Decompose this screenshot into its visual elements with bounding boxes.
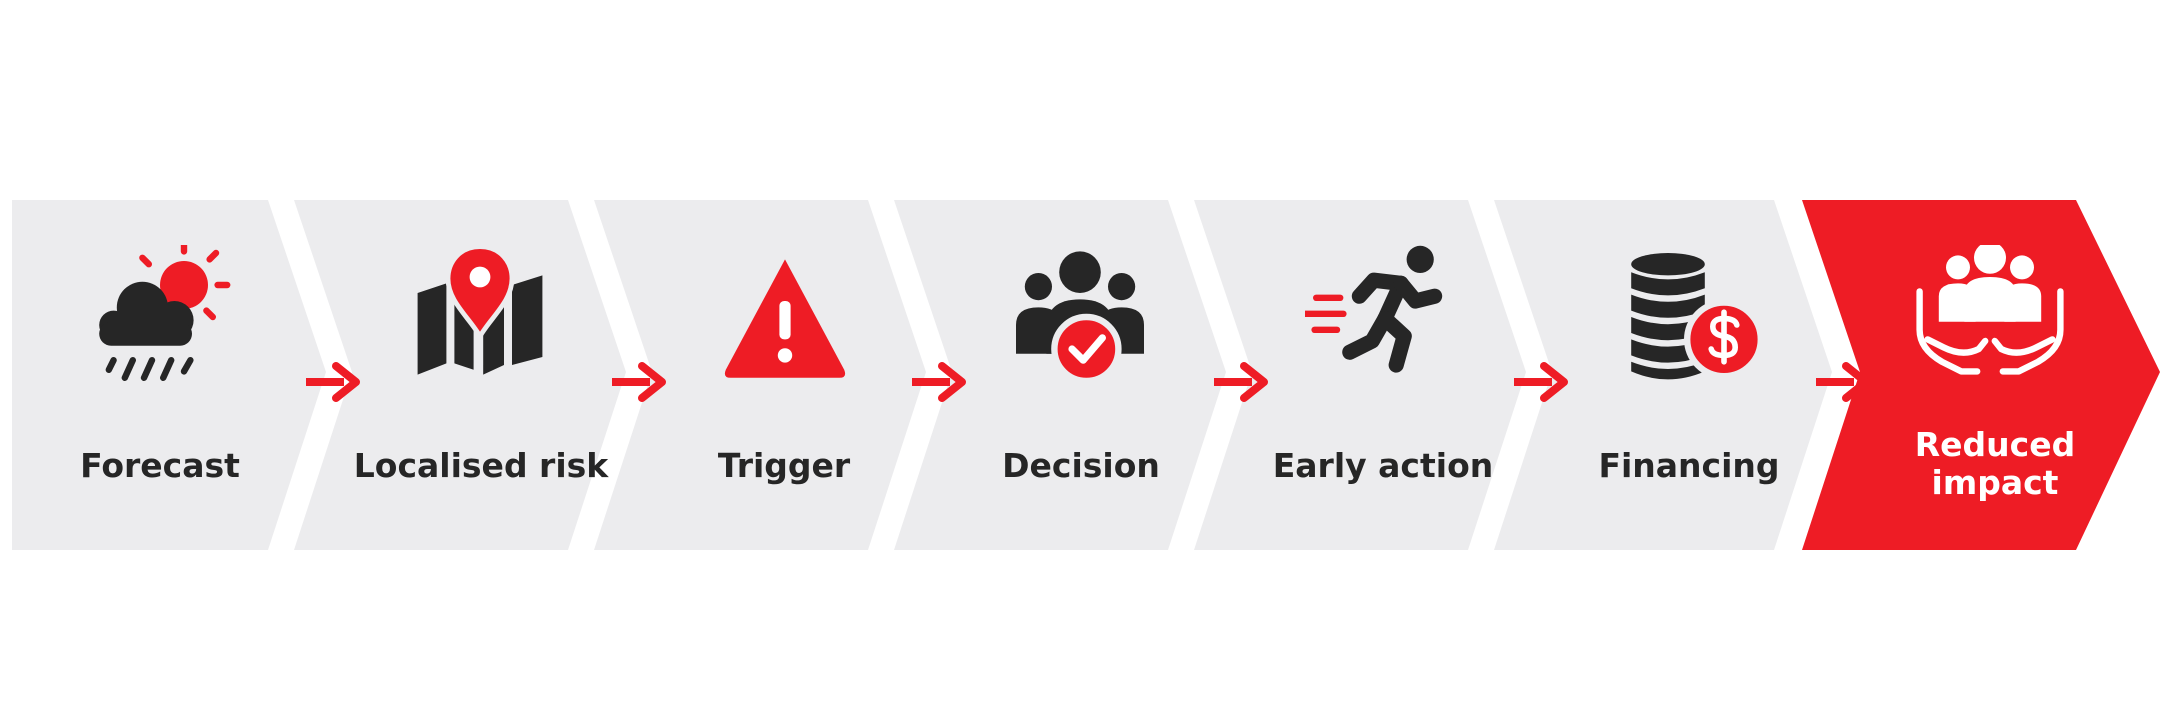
step-label-localised-risk: Localised risk (354, 446, 610, 485)
step-panel-decision (894, 200, 1226, 550)
step-label-trigger: Trigger (718, 446, 851, 485)
step-label-financing: Financing (1598, 446, 1779, 485)
step-panel-reduced-impact (1802, 200, 2160, 550)
step-panel-localised-risk (294, 200, 626, 550)
step-panel-early-action (1194, 200, 1526, 550)
step-panel-forecast (12, 200, 326, 550)
step-label-decision: Decision (1002, 446, 1160, 485)
step-label-forecast: Forecast (80, 446, 240, 485)
step-label-early-action: Early action (1273, 446, 1493, 485)
